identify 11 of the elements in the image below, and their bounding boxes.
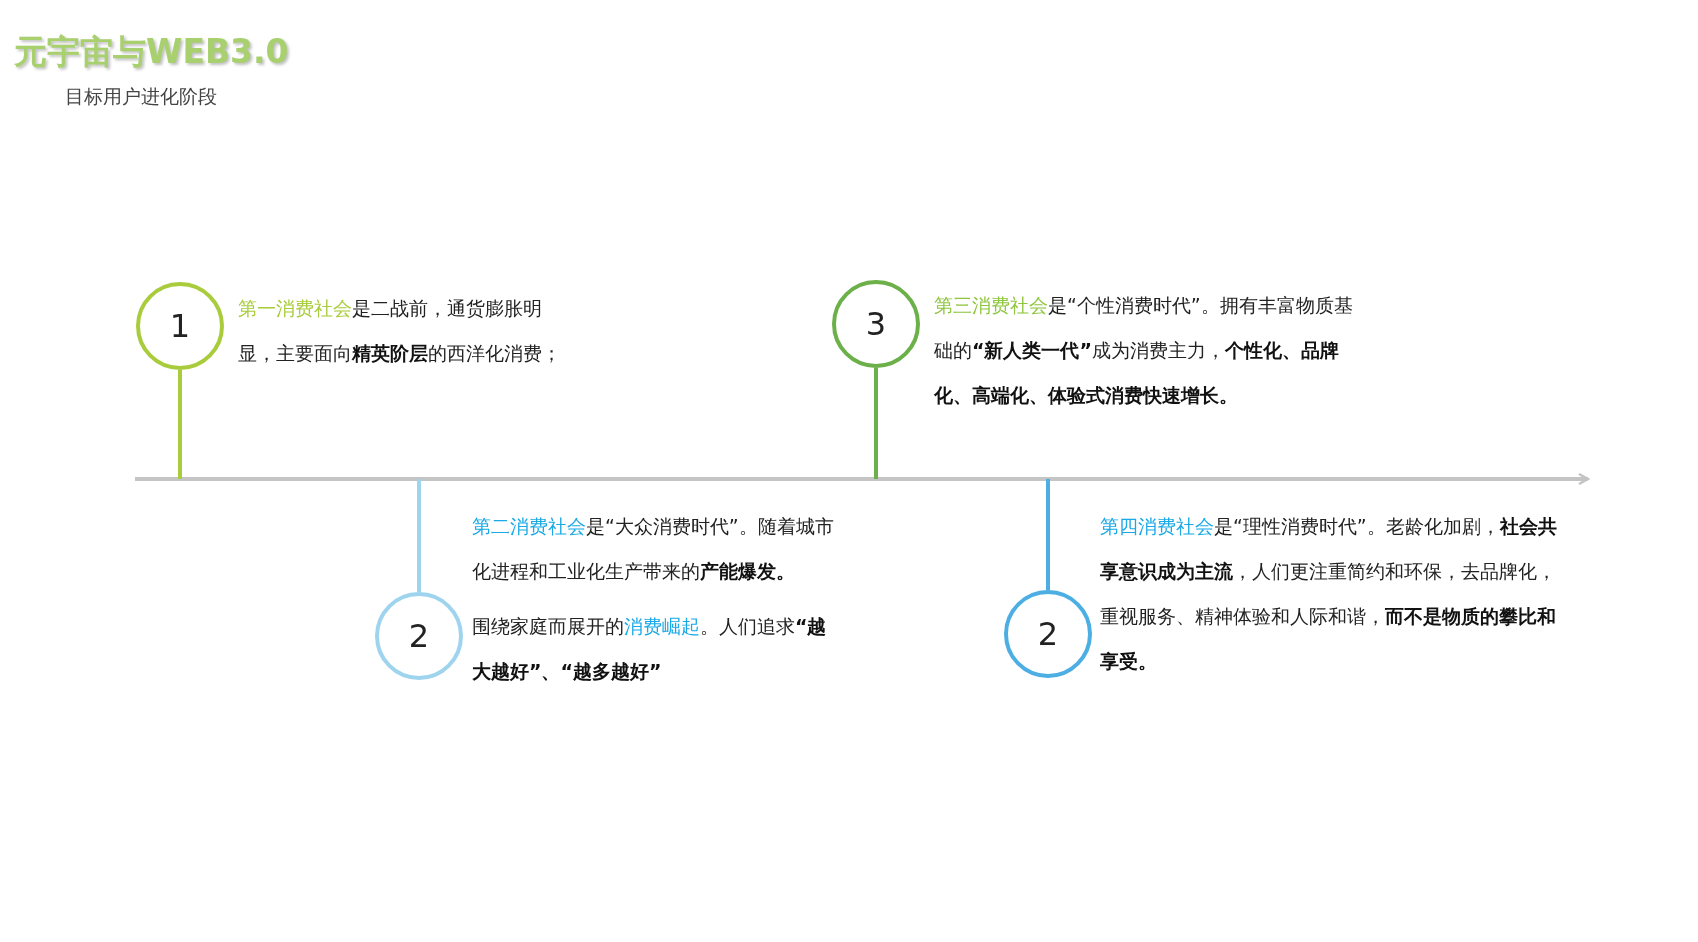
description-text: 第一消费社会是二战前，通货膨胀明显，主要面向精英阶层的西洋化消费； [238,296,562,366]
description-text: 第四消费社会是“理性消费时代”。老龄化加剧，社会共享意识成为主流，人们更注重简约和环保，去品牌化，重视服务、精神体验和人际和谐，而不是物质的攀比和享受。 [1100,514,1558,674]
step-circle: 2 [375,592,463,680]
description-text: 第二消费社会是“大众消费时代”。随着城市化进程和工业化生产带来的产能爆发。 [472,514,835,584]
subtitle: 目标用户进化阶段 [65,84,217,109]
step-circle: 3 [832,280,920,368]
step-circle: 1 [136,282,224,370]
title: 元宇宙与WEB3.0 [14,31,289,73]
description-text: 第三消费社会是“个性消费时代”。拥有丰富物质基础的“新人类一代”成为消费主力，个性化、品牌化、高端化、体验式消费快速增长。 [934,293,1354,408]
step-circle: 2 [1004,590,1092,678]
description-text: 围绕家庭而展开的消费崛起。人们追求“越大越好”、“越多越好” [472,614,828,684]
